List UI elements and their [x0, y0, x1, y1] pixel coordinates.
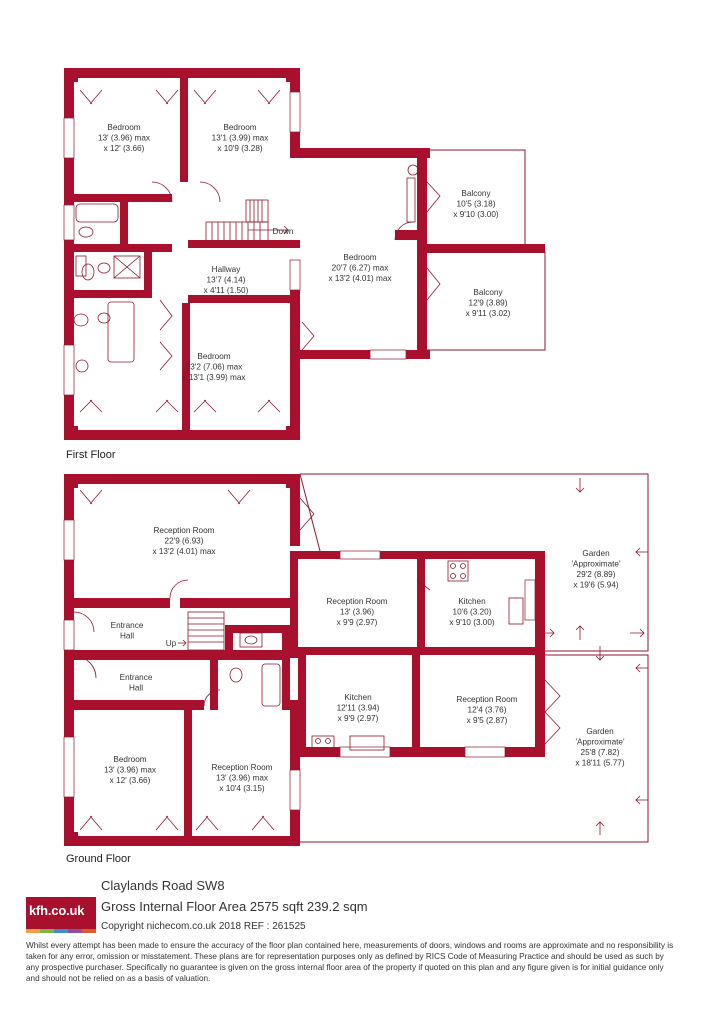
gf-garden-2-line: Garden: [586, 727, 614, 736]
gf-reception-2-label: Reception Room 13' (3.96)x 9'9 (2.97): [327, 597, 388, 627]
ff-bedroom-3-line: x 13'2 (4.01) max: [329, 274, 392, 283]
gf-bedroom-line: 13' (3.96) max: [104, 766, 156, 775]
ff-bedroom-2-line: x 10'9 (3.28): [217, 144, 263, 153]
ff-balcony-2-line: 12'9 (3.89): [469, 299, 508, 308]
gf-kitchen-1-line: Kitchen: [458, 597, 486, 606]
ff-bedroom-4-line: 23'2 (7.06) max: [186, 363, 243, 372]
ff-balcony-1-line: 10'5 (3.18): [457, 200, 496, 209]
ff-balcony-1-line: Balcony: [461, 189, 491, 198]
gf-reception-3-line: Reception Room: [457, 695, 518, 704]
gf-reception-3-line: x 9'5 (2.87): [467, 716, 508, 725]
gf-reception-3-line: 12'4 (3.76): [468, 706, 507, 715]
ff-balcony-2-label: Balcony 12'9 (3.89)x 9'11 (3.02): [466, 288, 511, 318]
gf-garden-2-line: 25'8 (7.82): [581, 748, 620, 757]
ground-floor-fixtures: [178, 478, 648, 835]
gf-garden-1-line: x 19'6 (5.94): [573, 581, 619, 590]
ff-bedroom-4-line: Bedroom: [197, 352, 230, 361]
logo-color-strip: [26, 929, 96, 933]
gf-reception-4-line: Reception Room: [212, 763, 273, 772]
ground-floor-doors: [73, 489, 561, 831]
gf-reception-1-line: Reception Room: [154, 526, 215, 535]
ground-floor-windows: [63, 519, 536, 811]
gf-garden-2-line: x 18'11 (5.77): [575, 759, 624, 768]
gf-reception-1-line: x 13'2 (4.01) max: [153, 547, 216, 556]
copyright-text: Copyright nichecom.co.uk 2018 REF : 2615…: [101, 921, 306, 932]
disclaimer-text: Whilst every attempt has been made to en…: [26, 941, 674, 983]
ground-floor-gardens: [299, 473, 649, 843]
ff-balcony-1-label: Balcony 10'5 (3.18)x 9'10 (3.00): [453, 189, 499, 219]
gf-kitchen-2-line: 12'11 (3.94): [337, 704, 380, 713]
property-address: Claylands Road SW8: [101, 878, 225, 893]
kfh-logo: kfh.co.uk: [26, 897, 96, 933]
gf-reception-2-line: Reception Room: [327, 597, 388, 606]
gf-kitchen-1-line: x 9'10 (3.00): [449, 618, 495, 627]
gf-reception-3-label: Reception Room 12'4 (3.76)x 9'5 (2.87): [457, 695, 518, 725]
gf-kitchen-2-line: Kitchen: [344, 693, 372, 702]
ff-hallway-line: x 4'11 (1.50): [204, 286, 249, 295]
gf-entrance-hall-2-line: Entrance: [120, 673, 153, 682]
first-floor-balconies: [427, 149, 546, 351]
ground-floor-title: Ground Floor: [66, 853, 131, 865]
ff-hallway-line: Hallway: [212, 265, 242, 274]
gf-kitchen-1-label: Kitchen 10'6 (3.20)x 9'10 (3.00): [449, 597, 495, 627]
gf-bedroom-line: x 12' (3.66): [110, 776, 151, 785]
gf-reception-1-line: 22'9 (6.93): [165, 537, 204, 546]
gf-garden-1-line: Garden: [582, 549, 610, 558]
ff-hallway-line: 13'7 (4.14): [207, 276, 246, 285]
gf-reception-2-line: 13' (3.96): [340, 608, 375, 617]
ff-bedroom-3-line: 20'7 (6.27) max: [332, 264, 389, 273]
ff-balcony-2-line: x 9'11 (3.02): [466, 309, 511, 318]
gf-garden-2-label: Garden 'Approximate'25'8 (7.82) x 18'11 (5…: [575, 727, 625, 768]
gf-kitchen-1-line: 10'6 (3.20): [453, 608, 492, 617]
gf-reception-2-line: x 9'9 (2.97): [337, 618, 378, 627]
gf-entrance-hall-2-line: Hall: [129, 684, 143, 693]
ff-hallway-label: Hallway 13'7 (4.14)x 4'11 (1.50): [204, 265, 249, 295]
ff-balcony-1-line: x 9'10 (3.00): [453, 210, 499, 219]
gf-garden-1-label: Garden 'Approximate'29'2 (8.89) x 19'6 (5.…: [571, 549, 621, 590]
ff-bedroom-1-line: x 12' (3.66): [104, 144, 145, 153]
ff-bedroom-2-line: 13'1 (3.99) max: [212, 134, 269, 143]
ff-bedroom-1-line: Bedroom: [107, 123, 140, 132]
gf-kitchen-2-line: x 9'9 (2.97): [338, 714, 379, 723]
ff-stair-label: Down: [273, 227, 294, 236]
gf-reception-4-line: 13' (3.96) max: [216, 774, 268, 783]
ff-bedroom-1-line: 13' (3.96) max: [98, 134, 150, 143]
gf-stair-label: Up: [166, 639, 177, 648]
gf-garden-1-line: 29'2 (8.89): [577, 570, 616, 579]
first-floor-windows: [63, 91, 407, 396]
ff-bedroom-4-line: x 13'1 (3.99) max: [183, 373, 246, 382]
first-floor-title: First Floor: [66, 449, 116, 461]
logo-text: kfh.co.uk: [29, 903, 85, 918]
first-floor-fixtures: [73, 164, 419, 373]
ground-floor-walls: [64, 474, 545, 846]
gf-bedroom-line: Bedroom: [113, 755, 146, 764]
ff-bedroom-2-line: Bedroom: [223, 123, 256, 132]
ff-bedroom-3-line: Bedroom: [343, 253, 376, 262]
gf-entrance-hall-1-line: Hall: [120, 632, 134, 641]
gf-kitchen-2-label: Kitchen 12'11 (3.94)x 9'9 (2.97): [337, 693, 380, 723]
gf-garden-2-line: 'Approximate': [575, 738, 625, 747]
gf-entrance-hall-1-line: Entrance: [111, 621, 144, 630]
ff-balcony-2-line: Balcony: [473, 288, 503, 297]
first-floor-doors: [79, 89, 441, 413]
gf-reception-1-label: Reception Room 22'9 (6.93)x 13'2 (4.01) m…: [153, 526, 216, 556]
gf-garden-1-line: 'Approximate': [571, 560, 621, 569]
gf-reception-4-line: x 10'4 (3.15): [219, 784, 265, 793]
floor-area: Gross Internal Floor Area 2575 sqft 239.…: [101, 899, 368, 914]
